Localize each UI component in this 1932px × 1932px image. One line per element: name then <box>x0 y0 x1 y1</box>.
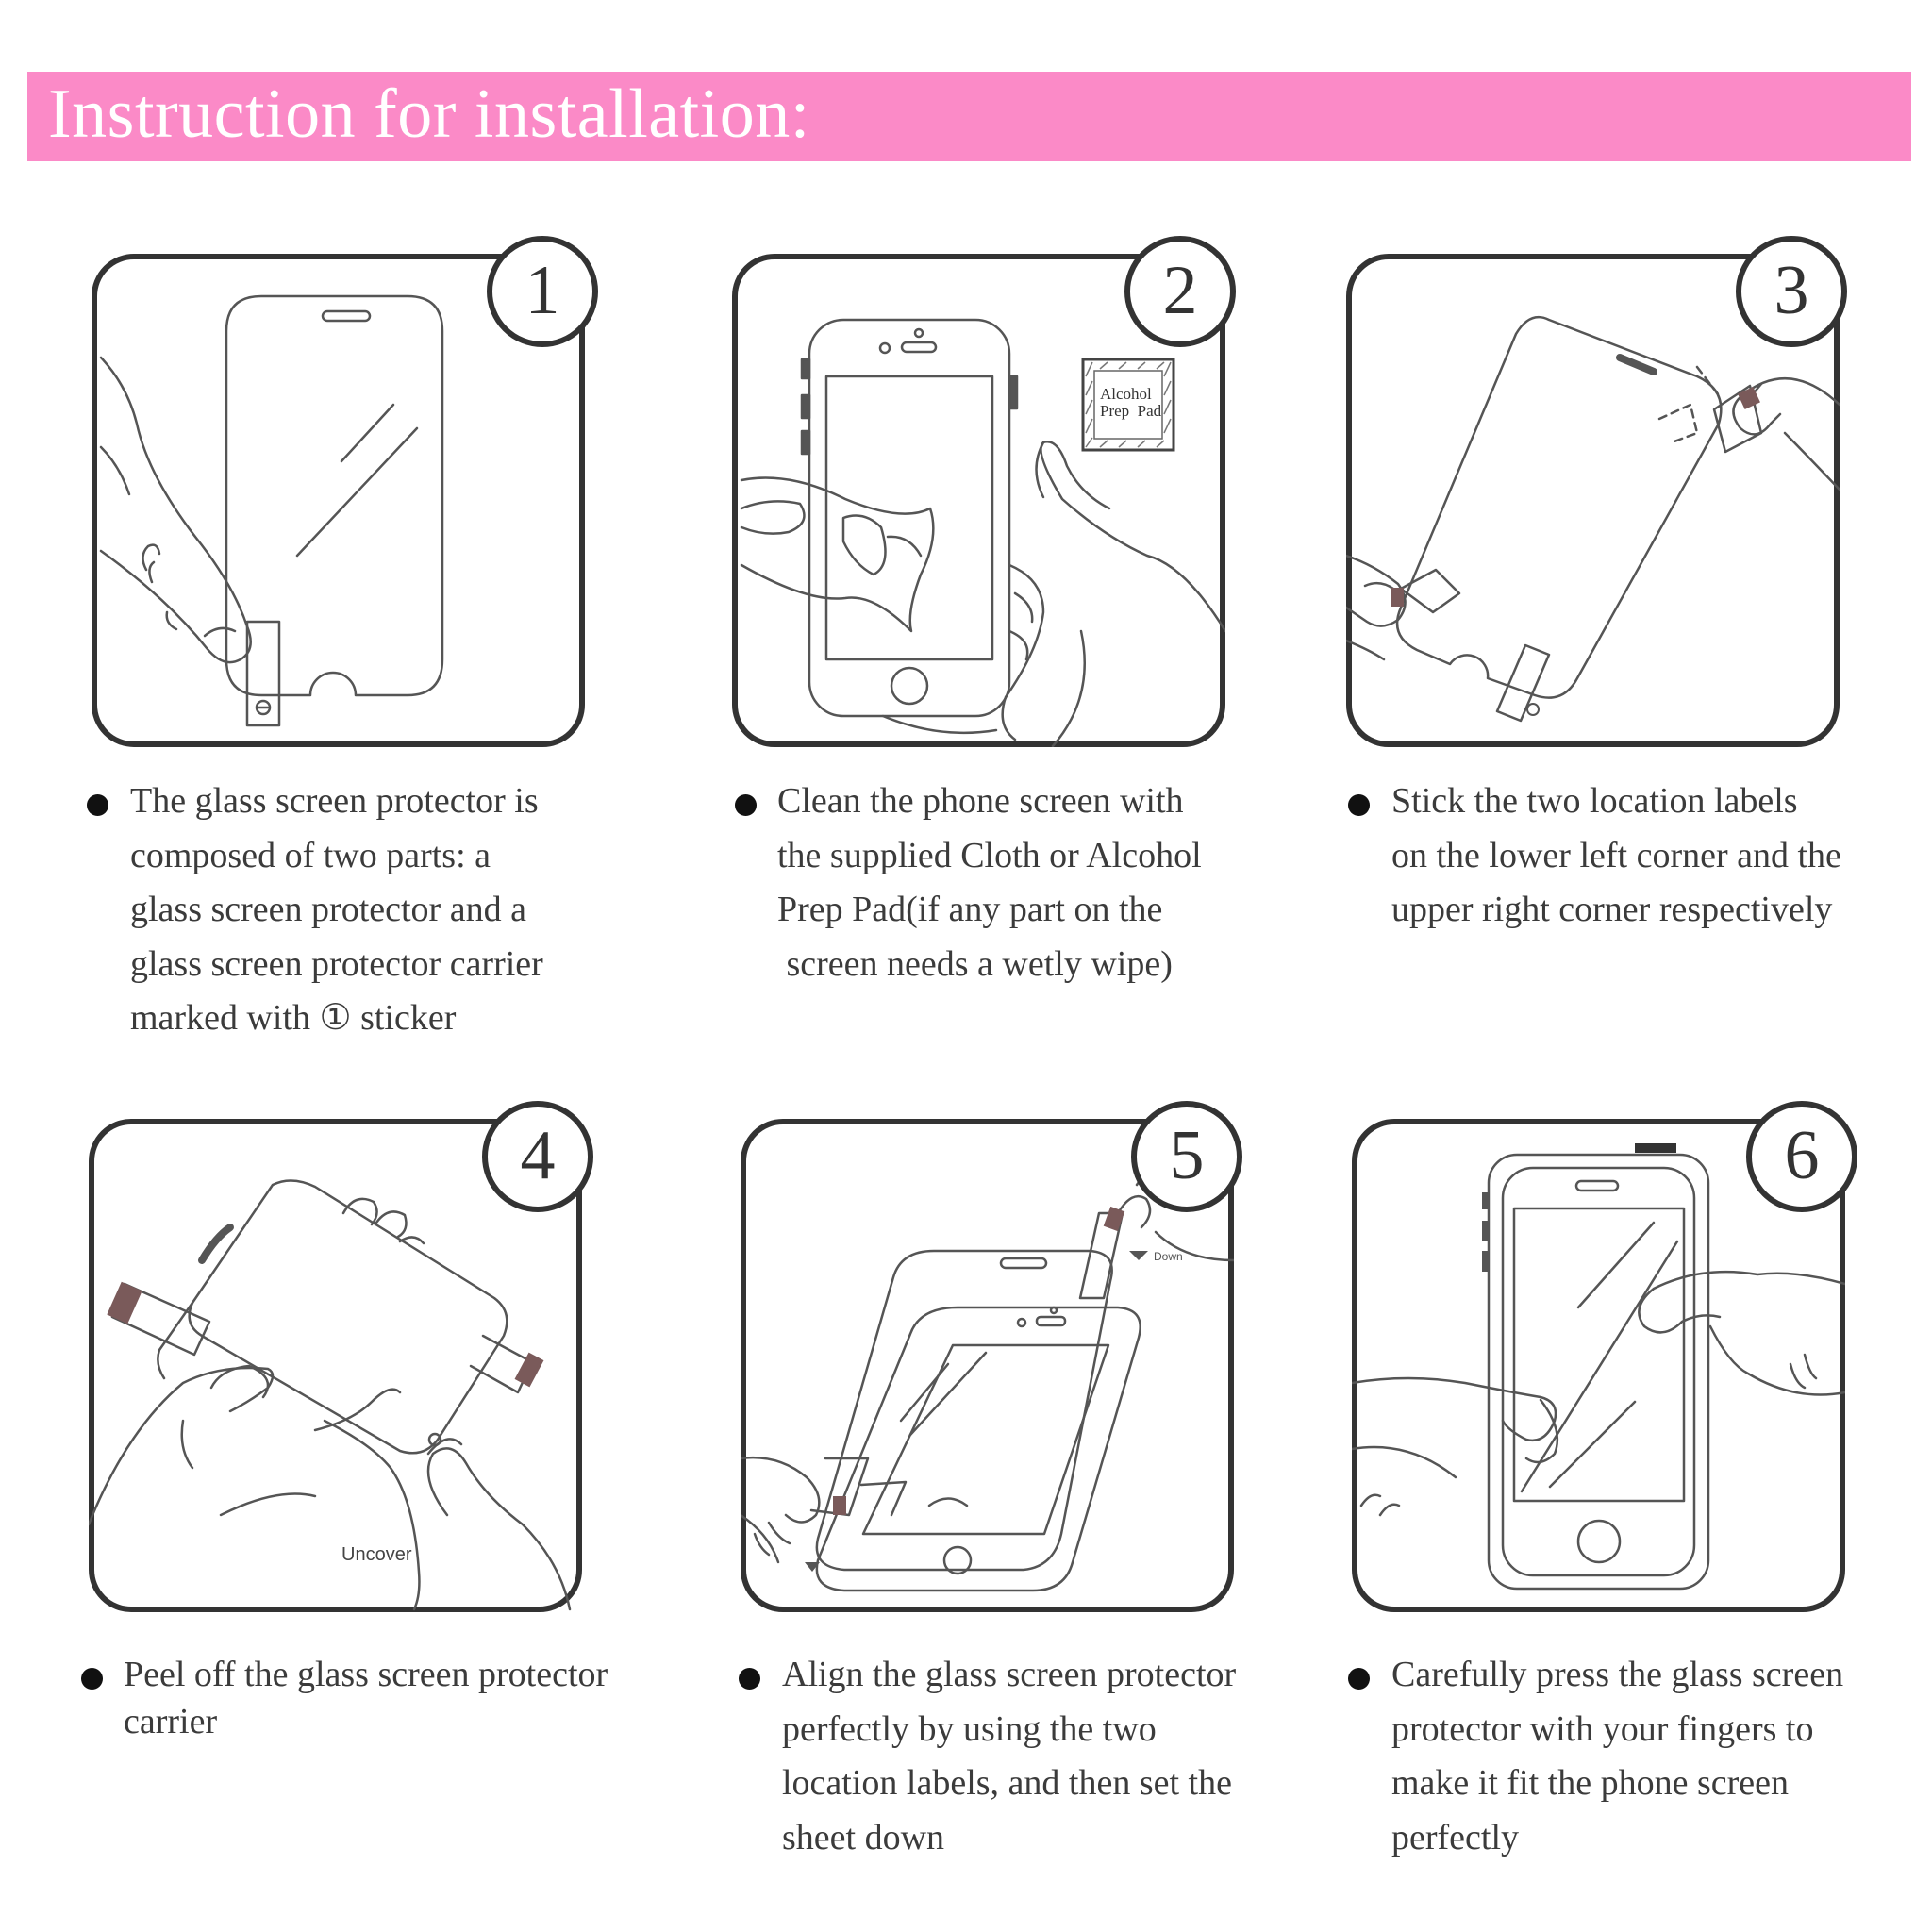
step-5-line: Align the glass screen protector <box>782 1655 1237 1694</box>
step-3-drawing <box>1346 254 1840 747</box>
step-2-line: Clean the phone screen with <box>777 781 1184 821</box>
step-1-number: 1 <box>487 236 598 347</box>
title-banner: Instruction for installation: <box>27 72 1911 161</box>
step-2-drawing: Alcohol Prep Pad <box>732 254 1225 747</box>
step-1-bullet <box>87 794 108 816</box>
step-4-number: 4 <box>482 1101 593 1212</box>
step-6-drawing <box>1352 1119 1845 1612</box>
step-2-line: Prep Pad(if any part on the <box>777 890 1163 930</box>
step-6-line: protector with your fingers to <box>1391 1708 1814 1749</box>
alcohol-prep-pad: Alcohol Prep Pad <box>1081 358 1175 452</box>
step-6-line: perfectly <box>1391 1817 1520 1857</box>
step-2-number: 2 <box>1124 236 1236 347</box>
step-4-bullet <box>81 1668 103 1690</box>
step-6-line: make it fit the phone screen <box>1391 1763 1790 1804</box>
step-5-bullet <box>739 1668 760 1690</box>
step-5-drawing: Down <box>741 1119 1234 1612</box>
step-1-line: composed of two parts: a <box>130 835 491 875</box>
step-4-illustration: Uncover 4 <box>89 1101 593 1612</box>
step-5-line: perfectly by using the two <box>782 1708 1157 1749</box>
step-5-number: 5 <box>1131 1101 1242 1212</box>
step-3-bullet <box>1348 794 1370 816</box>
step-3-line: Stick the two location labels <box>1391 781 1798 821</box>
step-5-description: Align the glass screen protector perfect… <box>782 1648 1236 1865</box>
step-2-line: the supplied Cloth or Alcohol <box>777 835 1202 875</box>
step-1-illustration: 1 <box>92 236 598 747</box>
step-4-description: Peel off the glass screen protector carr… <box>124 1648 608 1749</box>
step-6-illustration: 6 <box>1352 1101 1857 1612</box>
step-3-number: 3 <box>1736 236 1847 347</box>
step-6-description: Carefully press the glass screen protect… <box>1391 1648 1843 1865</box>
down-label: Down <box>1154 1250 1183 1263</box>
step-2-line: screen needs a wetly wipe) <box>777 943 1173 984</box>
page-title: Instruction for installation: <box>48 75 810 153</box>
step-6-line: Carefully press the glass screen <box>1391 1655 1844 1694</box>
step-4-drawing: Uncover <box>89 1119 582 1612</box>
step-1-line: The glass screen protector is <box>130 781 539 821</box>
step-1-drawing <box>92 254 585 747</box>
step-3-illustration: 3 <box>1346 236 1847 747</box>
step-1-line: glass screen protector carrier <box>130 943 543 984</box>
prep-pad-label-line-2: Prep Pad <box>1100 402 1162 420</box>
step-1-line: marked with ① sticker <box>130 998 457 1039</box>
step-1-description: The glass screen protector is composed o… <box>130 774 543 1046</box>
step-4-line: Peel off the glass screen protector <box>124 1655 608 1694</box>
step-2-illustration: Alcohol Prep Pad 2 <box>732 236 1236 747</box>
step-1-line: glass screen protector and a <box>130 890 526 930</box>
step-5-line: location labels, and then set the <box>782 1763 1232 1804</box>
step-3-line: on the lower left corner and the <box>1391 835 1841 875</box>
step-6-number: 6 <box>1746 1101 1857 1212</box>
step-3-line: upper right corner respectively <box>1391 890 1833 930</box>
step-4-line: carrier <box>124 1701 218 1741</box>
prep-pad-label-line-1: Alcohol <box>1100 385 1152 403</box>
step-2-bullet <box>735 794 757 816</box>
uncover-label: Uncover <box>341 1544 412 1565</box>
step-6-bullet <box>1348 1668 1370 1690</box>
step-2-description: Clean the phone screen with the supplied… <box>777 774 1202 991</box>
step-5-illustration: Down 5 <box>741 1101 1242 1612</box>
step-3-description: Stick the two location labels on the low… <box>1391 774 1841 938</box>
step-5-line: sheet down <box>782 1817 945 1857</box>
